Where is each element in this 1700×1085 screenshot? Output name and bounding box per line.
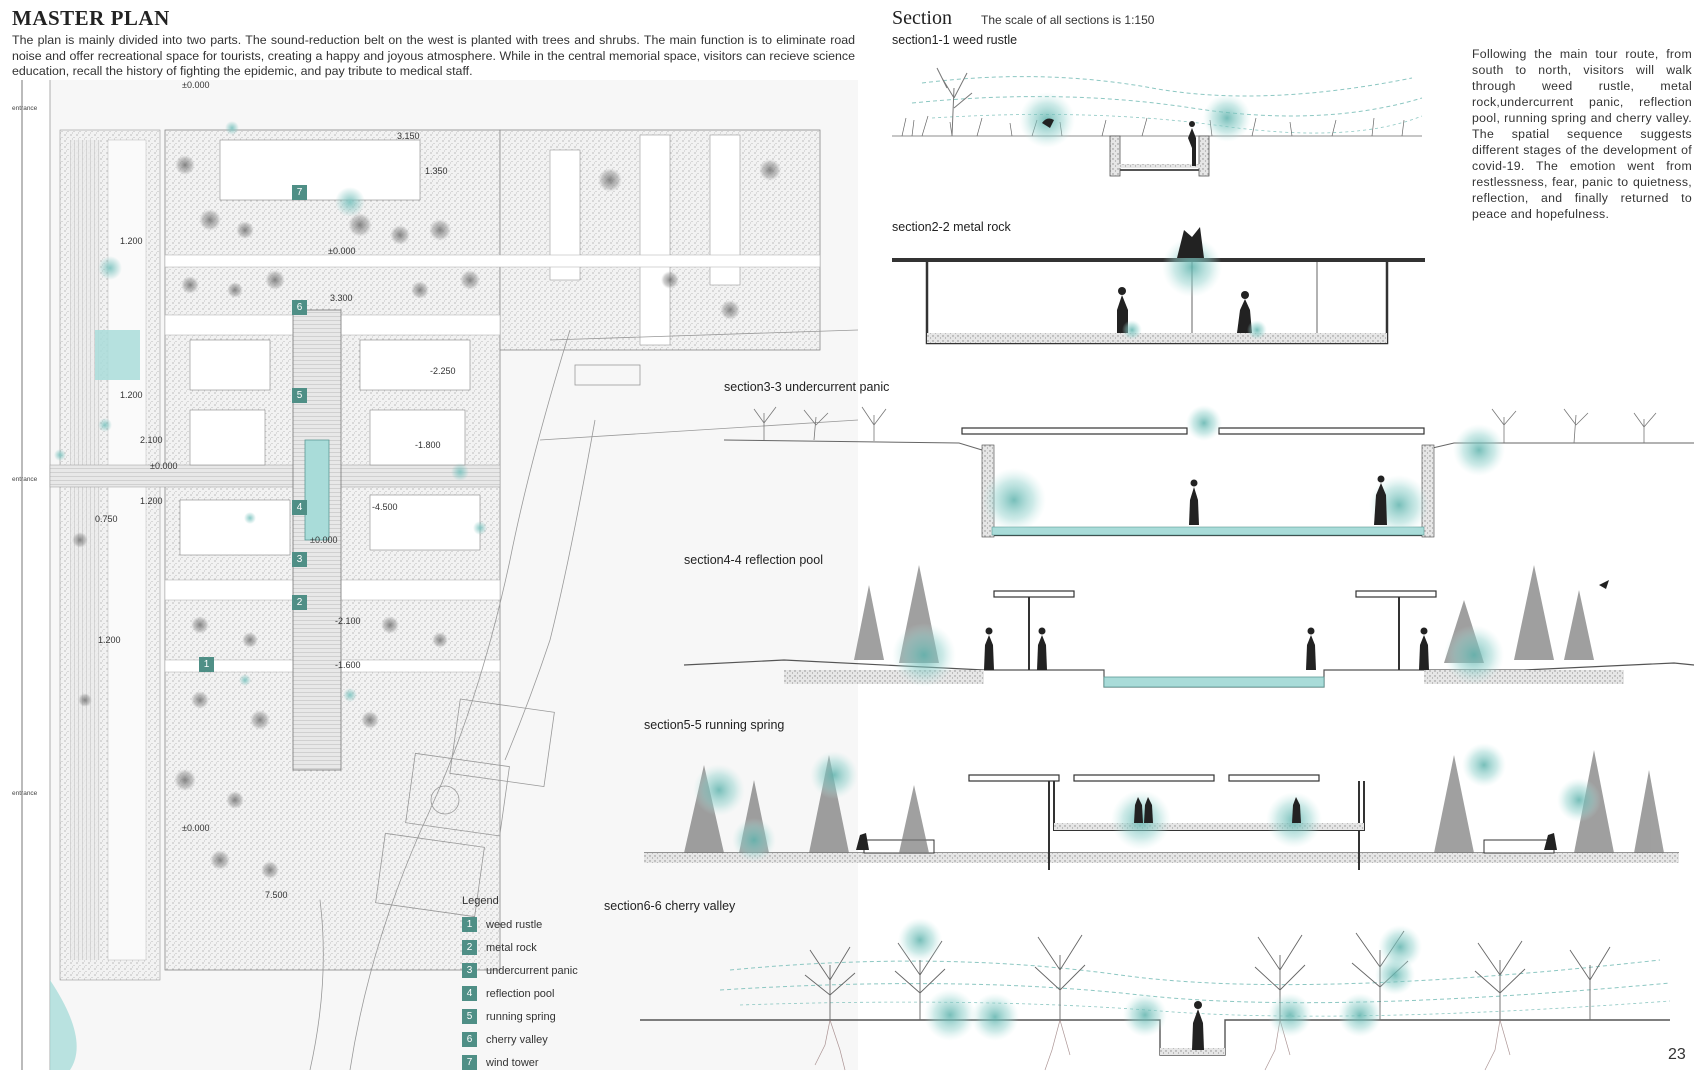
elevation-label: -1.600 — [335, 660, 361, 670]
legend-item: 4 reflection pool — [462, 982, 632, 1005]
section-label-1: section1-1 weed rustle — [892, 33, 1018, 47]
legend-label: wind tower — [486, 1056, 539, 1069]
section-5-5-drawing — [644, 743, 1679, 870]
legend-label: reflection pool — [486, 987, 555, 1000]
legend-num: 5 — [462, 1009, 477, 1024]
legend-title: Legend — [462, 895, 499, 907]
plan-marker-5: 5 — [292, 388, 307, 403]
legend-item: 7 wind tower — [462, 1051, 632, 1074]
plan-marker-7: 7 — [292, 185, 307, 200]
legend-item: 2 metal rock — [462, 936, 632, 959]
legend-num: 4 — [462, 986, 477, 1001]
section-label-5: section5-5 running spring — [644, 718, 785, 732]
legend-num: 7 — [462, 1055, 477, 1070]
elevation-label: -2.100 — [335, 616, 361, 626]
section-3-3-drawing — [723, 405, 1694, 538]
elevation-label: 1.200 — [140, 496, 163, 506]
master-plan-description: The plan is mainly divided into two part… — [12, 33, 855, 78]
elevation-label: -1.800 — [415, 440, 441, 450]
section-scale-note: The scale of all sections is 1:150 — [981, 13, 1155, 27]
legend-label: running spring — [486, 1010, 556, 1023]
elevation-label: 1.200 — [120, 390, 143, 400]
legend-num: 3 — [462, 963, 477, 978]
elevation-label: 1.200 — [98, 635, 121, 645]
elevation-label: -2.250 — [430, 366, 456, 376]
entrance-label: entrance — [12, 105, 38, 112]
section-6-6-drawing — [640, 918, 1671, 1071]
elevation-label: 2.100 — [140, 435, 163, 445]
elevation-label: ±0.000 — [182, 823, 210, 833]
elevation-label: 1.200 — [120, 236, 143, 246]
page-number: 23 — [1668, 1046, 1686, 1063]
plan-marker-3: 3 — [292, 552, 307, 567]
legend-num: 1 — [462, 917, 477, 932]
legend-item: 3 undercurrent panic — [462, 959, 632, 982]
section-1-1-drawing — [892, 67, 1423, 177]
section-title: Section — [892, 7, 952, 29]
legend-num: 2 — [462, 940, 477, 955]
elevation-label: 7.500 — [265, 890, 288, 900]
entrance-label: entrance — [12, 476, 38, 483]
legend-item: 6 cherry valley — [462, 1028, 632, 1051]
legend-item: 5 running spring — [462, 1005, 632, 1028]
elevation-label: ±0.000 — [182, 80, 210, 90]
elevation-label: -4.500 — [372, 502, 398, 512]
section-4-4-drawing — [683, 565, 1695, 688]
legend-label: weed rustle — [486, 918, 543, 931]
plan-marker-4: 4 — [292, 500, 307, 515]
section-label-2: section2-2 metal rock — [892, 220, 1011, 234]
elevation-label: ±0.000 — [328, 246, 356, 256]
elevation-label: 0.750 — [95, 514, 118, 524]
plan-glow-points — [54, 121, 487, 702]
elevation-label: 3.150 — [397, 131, 420, 141]
elevation-label: ±0.000 — [150, 461, 178, 471]
elevation-label: 3.300 — [330, 293, 353, 303]
legend-label: cherry valley — [486, 1033, 548, 1046]
plan-marker-6: 6 — [292, 300, 307, 315]
section-2-2-drawing — [892, 227, 1425, 345]
section-description: Following the main tour route, from sout… — [1472, 47, 1692, 221]
elevation-label: ±0.000 — [310, 535, 338, 545]
plan-trees — [72, 155, 781, 879]
legend-label: undercurrent panic — [486, 964, 578, 977]
plan-svg — [10, 80, 858, 1070]
legend-item: 1 weed rustle — [462, 913, 632, 936]
plan-marker-2: 2 — [292, 595, 307, 610]
elevation-label: 1.350 — [425, 166, 448, 176]
legend: Legend 1 weed rustle 2 metal rock 3 unde… — [462, 895, 632, 1074]
legend-num: 6 — [462, 1032, 477, 1047]
section-label-6: section6-6 cherry valley — [604, 899, 736, 913]
section-label-4: section4-4 reflection pool — [684, 553, 823, 567]
master-plan-title: MASTER PLAN — [12, 6, 170, 30]
entrance-label: entrance — [12, 790, 38, 797]
legend-label: metal rock — [486, 941, 537, 954]
master-plan-drawing: 7 6 5 4 3 2 1 ±0.000 3.150 1.350 1.200 ±… — [10, 80, 858, 1070]
section-label-3: section3-3 undercurrent panic — [724, 380, 890, 394]
plan-marker-1: 1 — [199, 657, 214, 672]
